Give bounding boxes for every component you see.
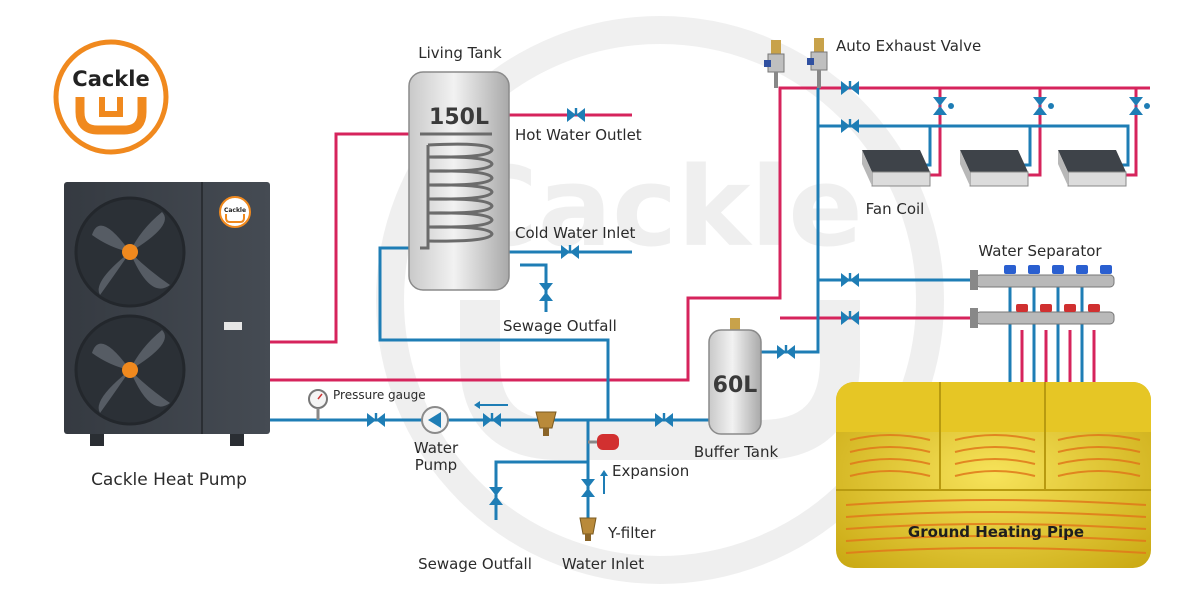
fancoil-valve-2 <box>1033 97 1047 115</box>
heat-pump-badge: Cackle <box>224 207 246 214</box>
watermark-text: Cackle <box>457 143 863 271</box>
auto-exhaust-valve-2 <box>807 38 828 88</box>
living-tank-title: Living Tank <box>418 44 502 62</box>
living-tank-volume: 150L <box>429 105 489 130</box>
water-inlet-label: Water Inlet <box>562 555 644 573</box>
sewage-outfall-top-label: Sewage Outfall <box>503 317 617 335</box>
auto-exhaust-valve-1 <box>764 40 785 88</box>
living-tank: 150L <box>408 71 510 291</box>
fan-coil-label: Fan Coil <box>866 200 925 218</box>
fan-coil-3 <box>1058 150 1127 187</box>
fan-coil-1 <box>862 150 931 187</box>
heat-pump-label: Cackle Heat Pump <box>91 470 247 490</box>
valve-before-pump <box>367 413 385 427</box>
expansion-tank <box>588 434 619 450</box>
sewage-outfall-bottom-label: Sewage Outfall <box>418 555 532 573</box>
buffer-tank-label: Buffer Tank <box>694 443 779 461</box>
water-pump <box>421 406 449 434</box>
hot-outlet-valve <box>567 108 585 122</box>
check-valve <box>474 401 508 427</box>
fancoil-valve-3 <box>1129 97 1143 115</box>
watermark: Cackle <box>376 16 944 584</box>
water-separator-label: Water Separator <box>978 242 1102 260</box>
cold-water-inlet-label: Cold Water Inlet <box>515 224 636 242</box>
water-inlet-valve <box>581 479 595 497</box>
water-pump-label-1: Water <box>414 439 459 457</box>
buffer-outlet-valve <box>777 345 795 359</box>
y-filter-label: Y-filter <box>607 524 657 542</box>
y-filter-main <box>535 411 557 436</box>
fan-coil-2 <box>960 150 1029 187</box>
brand-name: Cackle <box>72 67 149 91</box>
pressure-gauge <box>308 389 328 420</box>
auto-exhaust-valve-label: Auto Exhaust Valve <box>836 37 981 55</box>
ground-heating-pipe-label: Ground Heating Pipe <box>908 523 1084 541</box>
buffer-tank-volume: 60L <box>713 373 758 398</box>
heat-pump-unit: Cackle <box>64 182 270 446</box>
fancoil-valve-1 <box>933 97 947 115</box>
valve-separator-supply <box>841 273 859 287</box>
y-filter-inlet <box>579 517 597 541</box>
water-separator <box>970 265 1115 328</box>
sewage-valve-top <box>539 283 553 301</box>
hot-water-outlet-label: Hot Water Outlet <box>515 126 642 144</box>
ground-heating-photo <box>836 382 1151 568</box>
pressure-gauge-label: Pressure gauge <box>333 388 426 402</box>
fan-top <box>74 196 186 308</box>
hot-pipes <box>268 86 1150 382</box>
heating-coil <box>420 132 494 250</box>
fan-bottom <box>74 314 186 426</box>
brand-logo: Cackle <box>53 39 169 155</box>
expansion-label: Expansion <box>612 462 689 480</box>
buffer-tank: 60L <box>708 318 762 435</box>
water-pump-label-2: Pump <box>415 456 457 474</box>
